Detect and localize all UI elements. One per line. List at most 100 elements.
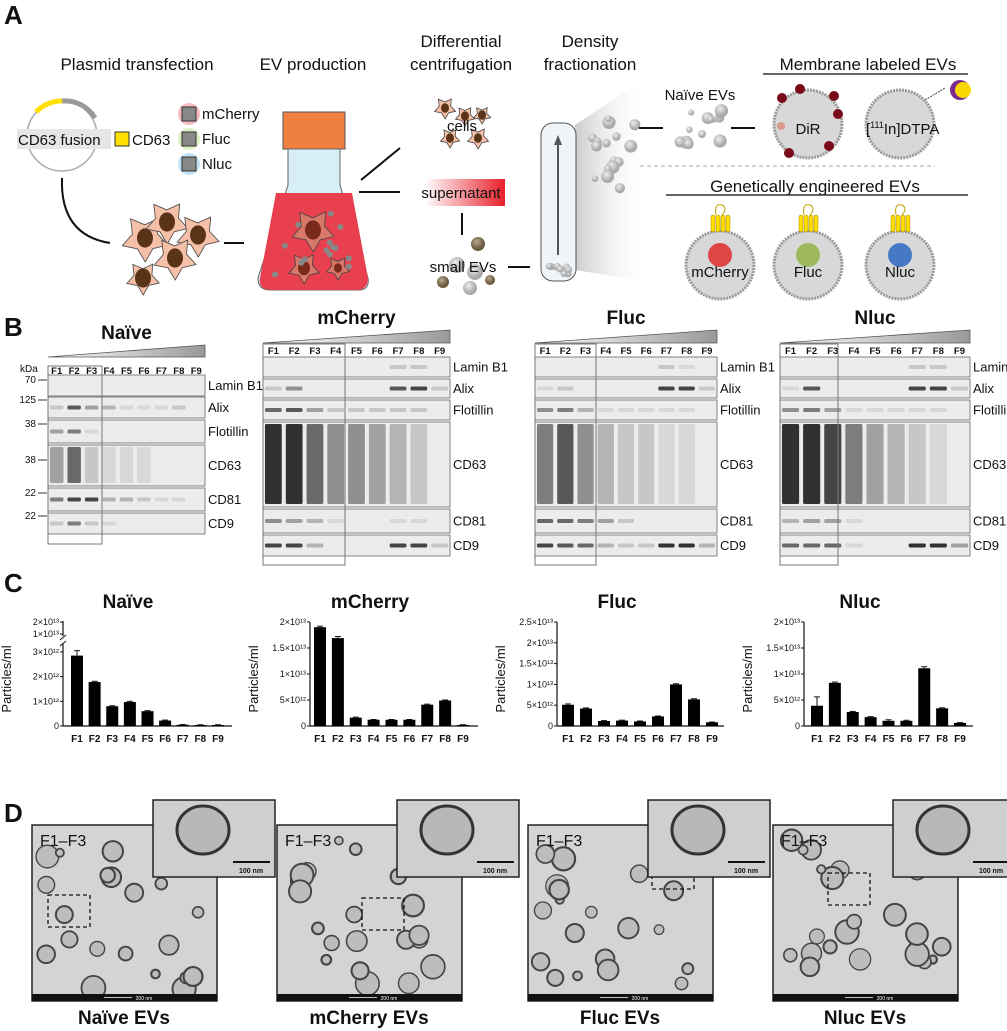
- f1-f3-box: [262, 343, 346, 566]
- y-tick-label: 2×10¹³: [527, 638, 553, 648]
- engineered-ev-icon: Nluc: [864, 204, 936, 301]
- bar-F4: [123, 702, 136, 726]
- lane-label: F6: [138, 366, 149, 377]
- f1-f3-box: [534, 343, 597, 566]
- lane-label: F4: [330, 346, 342, 357]
- step-diff-centrifugation-1: Differential: [421, 32, 502, 51]
- protein-label: Lamin B1: [453, 360, 508, 375]
- y-tick-label: 5×10¹²: [280, 695, 306, 705]
- x-tick-label: F7: [670, 734, 682, 745]
- cd63-box-icon: [114, 131, 130, 147]
- y-tick-label: 5×10¹²: [527, 700, 553, 710]
- transfected-cells-icon: [121, 203, 220, 296]
- density-gradient-icon: [534, 329, 718, 344]
- reporter-label: Fluc: [202, 131, 231, 148]
- engineered-ev-label: mCherry: [691, 264, 749, 281]
- protein-label: CD9: [973, 538, 999, 553]
- y-tick-label: 0: [301, 721, 306, 731]
- x-tick-label: F4: [368, 734, 380, 745]
- lane-label: F8: [173, 366, 184, 377]
- lane-label: F2: [289, 346, 300, 357]
- bar-F2: [331, 638, 344, 726]
- x-tick-label: F8: [439, 734, 451, 745]
- kda-marker: 70: [25, 375, 37, 386]
- x-tick-label: F7: [421, 734, 433, 745]
- inset-scale-label: 100 nm: [239, 868, 263, 875]
- bar-F8: [439, 700, 452, 726]
- x-tick-label: F6: [652, 734, 664, 745]
- protein-label: Alix: [973, 381, 994, 396]
- x-tick-label: F5: [883, 734, 895, 745]
- lane-label: F9: [954, 346, 965, 357]
- protein-label: Lamin B1: [720, 360, 775, 375]
- lane-label: F4: [104, 366, 116, 377]
- lane-label: F5: [869, 346, 881, 357]
- engineered-ev-label: Fluc: [794, 264, 823, 281]
- cd63-fusion-label: CD63 fusion: [18, 132, 101, 149]
- bar-F8: [688, 699, 700, 726]
- bar-F1: [562, 704, 574, 726]
- protein-label: Flotillin: [720, 403, 760, 418]
- lane-label: F6: [891, 346, 902, 357]
- bar-F7: [176, 724, 189, 726]
- region-label: F1–F3: [781, 833, 827, 850]
- zoom-region-box: [827, 872, 871, 906]
- y-tick-label: 1×10¹²: [33, 696, 59, 706]
- lane-label: F3: [86, 366, 97, 377]
- bar-F8: [194, 725, 207, 727]
- x-tick-label: F5: [142, 734, 154, 745]
- region-label: F1–F3: [40, 833, 86, 850]
- lane-label: F7: [661, 346, 672, 357]
- lane-label: F7: [393, 346, 404, 357]
- blot-title: Nluc: [854, 308, 896, 329]
- x-tick-label: F1: [562, 734, 574, 745]
- y-tick-label: 2×10¹²: [33, 672, 59, 682]
- lane-label: F9: [434, 346, 445, 357]
- protein-label: CD63: [973, 457, 1006, 472]
- x-tick-label: F2: [829, 734, 841, 745]
- density-gradient-icon: [47, 344, 206, 358]
- y-tick-label: 1×10¹³: [280, 669, 306, 679]
- step-density-1: Density: [562, 32, 619, 51]
- axis-break-icon: [59, 634, 67, 647]
- engineered-ev-icon: Fluc: [772, 204, 844, 301]
- panel-c: C NaïveParticles/ml01×10¹²2×10¹²3×10¹²1×…: [0, 568, 973, 745]
- bar-chart: NlucParticles/ml05×10¹²1×10¹³1.5×10¹³2×1…: [740, 592, 973, 745]
- y-tick-label: 0: [548, 721, 553, 731]
- inset-scale-label: 100 nm: [483, 868, 507, 875]
- lane-label: F2: [806, 346, 817, 357]
- bar-F3: [846, 711, 859, 726]
- kda-marker: 38: [25, 455, 37, 466]
- y-axis-label: Particles/ml: [493, 645, 508, 712]
- reporter-label: mCherry: [202, 106, 260, 123]
- naive-evs-label: Naïve EVs: [665, 87, 736, 104]
- lane-label: F2: [69, 366, 80, 377]
- lane-label: F3: [580, 346, 591, 357]
- bar-F4: [616, 720, 628, 726]
- x-tick-label: F5: [386, 734, 398, 745]
- panel-label-d: D: [4, 798, 23, 828]
- bar-F3: [598, 721, 610, 726]
- protein-label: Lamin B1: [208, 378, 263, 393]
- main-scale-label: 200 nm: [877, 996, 894, 1002]
- bar-F7: [670, 684, 682, 726]
- bar-chart: FlucParticles/ml05×10¹²1×10¹³1.5×10¹³2×1…: [493, 592, 724, 745]
- bar-F7: [421, 704, 434, 726]
- bar-chart: mCherryParticles/ml05×10¹²1×10¹³1.5×10¹³…: [246, 592, 478, 745]
- cells-label: cells: [447, 118, 477, 135]
- protein-label: CD81: [208, 492, 241, 507]
- reporter-box-icon: [181, 106, 197, 122]
- x-tick-label: F1: [314, 734, 326, 745]
- dir-ev-icon: [772, 84, 844, 160]
- protein-label: Flotillin: [453, 403, 493, 418]
- bar-F2: [828, 682, 841, 726]
- flask-icon: [257, 111, 369, 291]
- bar-F4: [864, 717, 877, 726]
- protein-label: Alix: [208, 400, 229, 415]
